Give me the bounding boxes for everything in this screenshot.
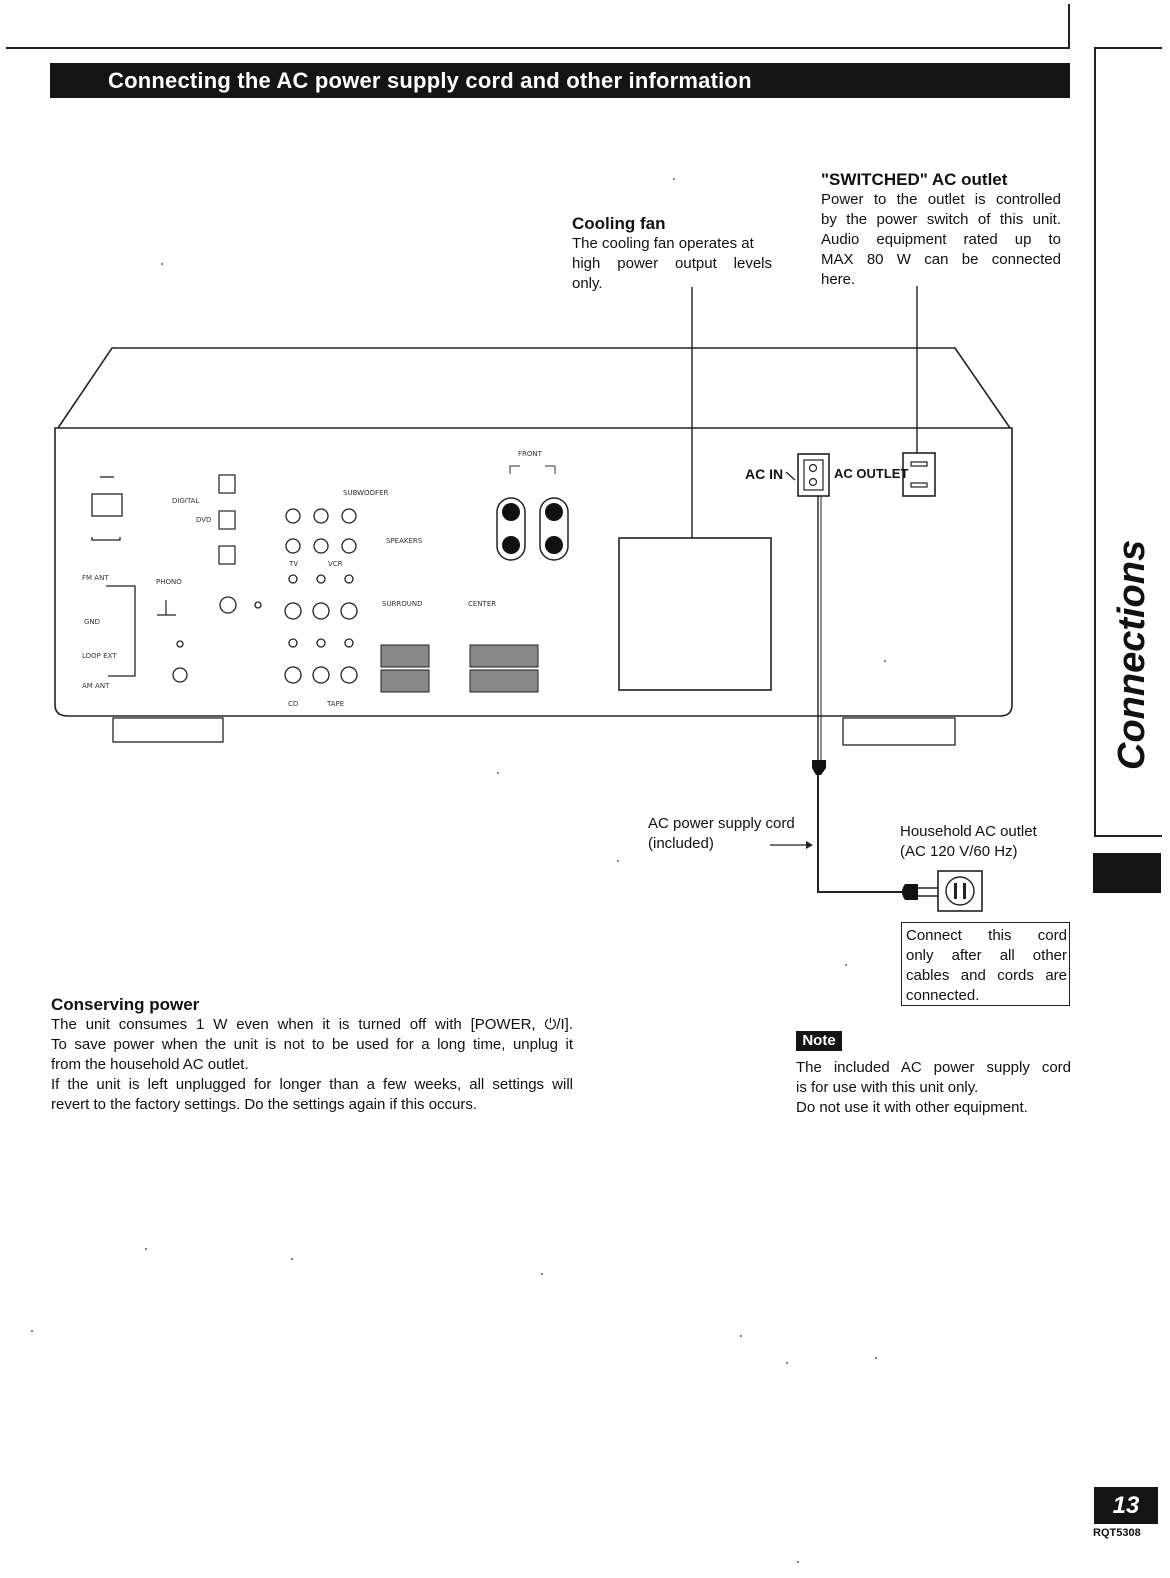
scan-speck [797,1561,799,1563]
switched-outlet-line-3: Audio equipment rated up to [821,231,1061,248]
conserving-power-section: Conserving power The unit consumes 1 W e… [51,995,573,1115]
panel-label-fm-ant: FM ANT [82,574,109,582]
chassis-top-outline [57,347,1011,429]
scan-speck [786,1362,788,1364]
household-outlet-callout: Household AC outlet (AC 120 V/60 Hz) [900,822,1037,862]
surround-terminal-top [380,644,430,668]
cord-plug [902,884,918,900]
connect-note-line-4: connected. [906,987,980,1004]
scan-speck [291,1258,293,1260]
scan-speck [617,860,619,862]
scan-speck [145,1248,147,1250]
side-tab-marker [1093,853,1161,893]
switched-outlet-line-2: by the power switch of this unit. [821,211,1061,228]
cooling-fan-callout: Cooling fan The cooling fan operates at … [572,214,772,294]
connect-cord-note: Connect this cord only after all other c… [901,922,1070,1006]
cooling-fan-line-2: high power output levels [572,255,772,272]
scan-speck [541,1273,543,1275]
switched-outlet-callout: "SWITCHED" AC outlet Power to the outlet… [821,170,1061,290]
panel-label-gnd: GND [84,618,100,626]
rca-jacks [172,508,358,684]
rear-panel-face [54,427,1013,717]
scan-speck [845,964,847,966]
power-cord-line-2: (included) [648,835,714,852]
surround-terminal-bottom [380,669,430,693]
scan-speck [875,1357,877,1359]
power-cord-line-1: AC power supply cord [648,815,795,832]
ac-in-socket [797,453,830,497]
switched-outlet-line-4: MAX 80 W can be connected [821,251,1061,268]
top-rule [6,47,1070,49]
front-right-terminal [539,497,569,561]
panel-label-cd: CD [288,700,298,708]
note-line-2: is for use with this unit only. [796,1079,979,1096]
cooling-fan-grille [618,537,772,691]
panel-label-center: CENTER [468,600,496,608]
side-tab-rule-bottom [1094,835,1162,837]
right-foot [842,717,956,746]
note-tag: Note [796,1031,842,1051]
power-cord [817,775,910,893]
page-number: 13 [1094,1487,1158,1524]
ac-outlet-socket [902,452,936,497]
left-foot [112,717,224,743]
center-terminal-bottom [469,669,539,693]
side-tab-rule [1094,47,1096,837]
cooling-fan-line-3: only. [572,275,603,292]
panel-label-tape: TAPE [326,700,344,708]
section-title: Connecting the AC power supply cord and … [108,68,752,93]
switched-outlet-line-5: here. [821,271,856,288]
ac-outlet-label: AC OUTLET [834,466,909,481]
scan-speck [497,772,499,774]
cooling-fan-heading: Cooling fan [572,214,666,233]
note-line-3: Do not use it with other equipment. [796,1099,1028,1116]
scan-speck [161,263,163,265]
panel-label-vcr: VCR [328,560,343,568]
conserving-power-heading: Conserving power [51,995,200,1014]
conserving-power-line-3: from the household AC outlet. [51,1056,249,1073]
connect-note-line-3: cables and cords are [906,967,1067,984]
scan-speck [740,1335,742,1337]
scan-speck [884,660,886,662]
switched-outlet-line-1: Power to the outlet is controlled [821,191,1061,208]
switched-outlet-heading: "SWITCHED" AC outlet [821,170,1008,189]
power-cord-callout: AC power supply cord (included) [648,814,795,854]
panel-label-subwoofer: SUBWOOFER [343,489,389,497]
note-section: The included AC power supply cord is for… [796,1058,1071,1118]
panel-label-loop-ext: LOOP EXT [82,652,117,660]
ground-terminal [157,600,176,616]
center-terminal-top [469,644,539,668]
section-title-bar: Connecting the AC power supply cord and … [50,63,1070,98]
top-vertical-rule [1068,4,1070,49]
panel-label-am-ant: AM ANT [82,682,110,690]
connect-note-line-1: Connect this cord [906,927,1067,944]
panel-label-digital: DIGITAL [172,497,199,505]
panel-label-front: FRONT [518,450,543,458]
antenna-terminals [91,476,136,677]
scan-speck [31,1330,33,1332]
cooling-fan-line-1: The cooling fan operates at [572,235,754,252]
note-line-1: The included AC power supply cord [796,1059,1071,1076]
conserving-power-line-5: revert to the factory settings. Do the s… [51,1096,478,1113]
panel-label-surround: SURROUND [382,600,423,608]
scan-speck [673,178,675,180]
panel-label-dvd: DVD [196,516,211,524]
household-outlet-line-1: Household AC outlet [900,823,1037,840]
document-code: RQT5308 [1093,1527,1141,1539]
side-tab-rule-top [1094,47,1162,49]
digital-inputs [218,474,236,565]
front-left-terminal [496,497,526,561]
household-outlet-line-2: (AC 120 V/60 Hz) [900,843,1018,860]
conserving-power-line-1: The unit consumes 1 W even when it is tu… [51,1016,573,1033]
cord-plug-end [812,760,826,775]
panel-label-speakers: SPEAKERS [386,537,423,545]
panel-label-phono: PHONO [156,578,182,586]
connect-note-line-2: only after all other [906,947,1067,964]
conserving-power-line-2: To save power when the unit is not to be… [51,1036,573,1053]
panel-label-tv: TV [288,560,298,568]
conserving-power-line-4: If the unit is left unplugged for longer… [51,1076,573,1093]
ac-in-label: AC IN [745,466,784,482]
